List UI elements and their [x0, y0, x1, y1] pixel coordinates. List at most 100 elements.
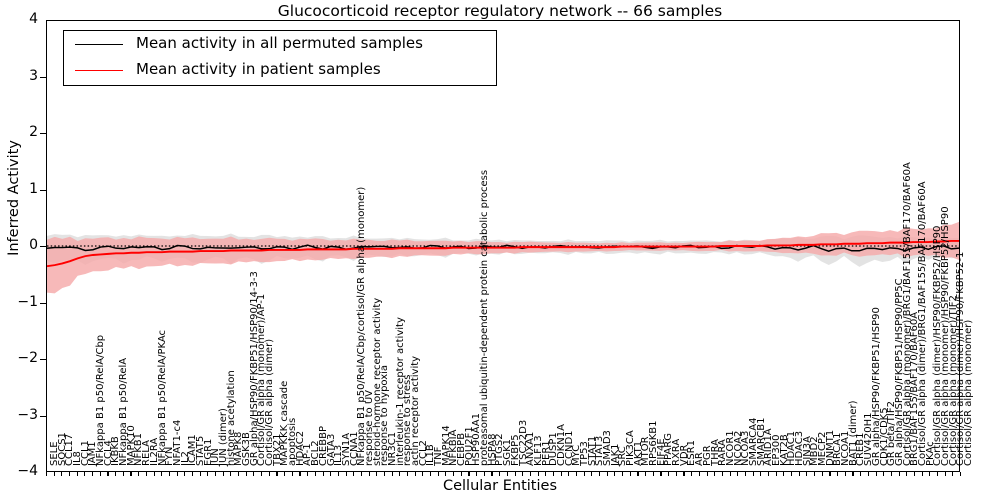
y-tick-mark — [40, 76, 46, 78]
x-tick-mark — [299, 472, 301, 476]
x-tick-mark — [483, 472, 485, 476]
y-tick-label: 1 — [29, 180, 38, 197]
x-tick-mark — [368, 472, 370, 476]
x-tick-mark — [921, 472, 923, 476]
x-tick-mark — [599, 472, 601, 476]
x-tick-mark — [445, 472, 447, 476]
x-tick-mark — [176, 472, 178, 476]
x-tick-mark — [568, 472, 570, 476]
x-tick-mark — [130, 472, 132, 476]
x-tick-mark — [153, 472, 155, 476]
x-tick-mark — [537, 472, 539, 476]
legend-label-patient: Mean activity in patient samples — [136, 60, 381, 78]
x-tick-mark — [376, 472, 378, 476]
x-tick-mark — [629, 472, 631, 476]
x-tick-mark — [614, 472, 616, 476]
x-tick-mark — [545, 472, 547, 476]
x-tick-mark — [261, 472, 263, 476]
x-tick-mark — [460, 472, 462, 476]
x-tick-mark — [798, 472, 800, 476]
x-tick-mark — [783, 472, 785, 476]
x-tick-mark — [652, 472, 654, 476]
y-tick-mark — [40, 133, 46, 135]
x-tick-mark — [936, 472, 939, 476]
x-tick-mark — [46, 472, 48, 476]
x-tick-mark — [622, 472, 624, 476]
y-tick-label: −4 — [17, 463, 38, 479]
x-tick-mark — [752, 472, 754, 476]
x-tick-mark — [606, 472, 608, 476]
x-tick-mark — [207, 472, 209, 476]
x-tick-mark — [437, 472, 439, 476]
x-tick-mark — [583, 472, 585, 476]
x-tick-mark — [230, 472, 232, 476]
x-tick-mark — [284, 472, 286, 476]
chart-legend: Mean activity in all permuted samples Me… — [63, 30, 497, 86]
x-tick-mark — [960, 472, 962, 476]
x-tick-mark — [791, 472, 793, 476]
x-tick-mark — [675, 472, 677, 476]
x-tick-mark — [660, 472, 662, 476]
x-tick-mark — [276, 472, 278, 476]
x-tick-mark — [637, 472, 639, 476]
y-tick-label: 4 — [29, 11, 38, 27]
x-tick-mark — [307, 472, 309, 476]
x-tick-mark — [691, 472, 693, 476]
x-tick-mark — [84, 472, 86, 476]
x-tick-mark — [383, 472, 386, 476]
x-tick-mark — [391, 472, 393, 476]
x-tick-mark — [729, 472, 731, 476]
x-tick-mark — [53, 472, 55, 476]
x-tick-mark — [721, 472, 723, 476]
y-tick-label: 2 — [29, 124, 38, 140]
x-axis-label: Cellular Entities — [442, 478, 558, 494]
x-tick-mark — [491, 472, 493, 476]
x-tick-mark — [337, 472, 339, 476]
x-tick-mark — [814, 472, 816, 476]
x-tick-mark — [913, 472, 915, 476]
x-tick-mark — [552, 472, 555, 476]
x-tick-mark — [99, 472, 101, 476]
x-tick-mark — [314, 472, 316, 476]
x-tick-mark — [268, 472, 270, 476]
x-tick-mark — [145, 472, 147, 476]
legend-label-permuted: Mean activity in all permuted samples — [136, 34, 423, 52]
x-tick-mark — [829, 472, 831, 476]
x-tick-mark — [860, 472, 862, 476]
legend-entry-permuted: Mean activity in all permuted samples — [64, 32, 496, 58]
x-tick-mark — [138, 472, 140, 476]
legend-swatch-permuted — [75, 44, 123, 45]
x-tick-label: proteasomal ubiquitin-dependent protein … — [479, 169, 491, 466]
x-tick-mark — [775, 472, 777, 476]
y-tick-label: 3 — [29, 67, 38, 84]
x-tick-mark — [253, 472, 255, 476]
x-tick-mark — [514, 472, 516, 476]
x-tick-mark — [422, 472, 424, 476]
x-tick-mark — [453, 472, 455, 476]
x-tick-mark — [760, 472, 762, 476]
x-tick-mark — [322, 472, 324, 476]
y-tick-label: −3 — [17, 406, 38, 423]
y-tick-label: −2 — [17, 350, 38, 366]
x-tick-mark — [238, 472, 240, 476]
x-tick-mark — [69, 472, 71, 476]
y-tick-mark — [40, 302, 46, 304]
x-tick-mark — [161, 472, 163, 476]
x-tick-mark — [522, 472, 524, 476]
mean-line-patient — [47, 239, 959, 268]
x-tick-mark — [737, 472, 739, 476]
x-tick-mark — [191, 472, 194, 476]
x-tick-mark — [714, 472, 716, 476]
legend-entry-patient: Mean activity in patient samples — [64, 58, 496, 84]
patient-confidence-band — [47, 221, 959, 294]
x-tick-mark — [867, 472, 869, 476]
y-tick-label: −1 — [17, 293, 38, 310]
x-tick-mark — [414, 472, 416, 476]
x-tick-mark — [591, 472, 593, 476]
x-tick-mark — [430, 472, 432, 476]
x-tick-mark — [222, 472, 224, 476]
x-tick-mark — [944, 472, 946, 476]
x-tick-mark — [890, 472, 892, 476]
y-tick-mark — [40, 189, 46, 191]
